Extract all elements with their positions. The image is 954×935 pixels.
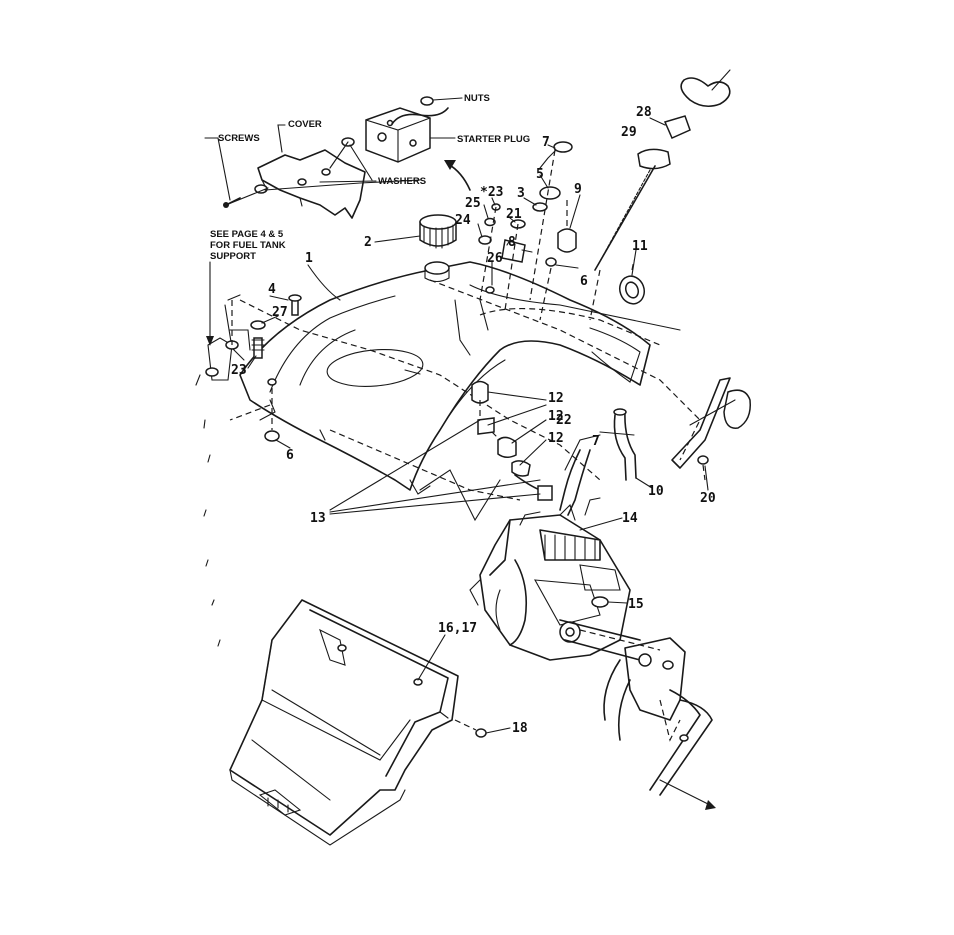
part-label-1: 1 <box>305 251 313 266</box>
lower-shroud <box>230 600 486 845</box>
part-label-23-star: *23 <box>480 185 503 200</box>
label-screws: SCREWS <box>218 133 260 144</box>
part-label-6-upper: 6 <box>580 274 588 289</box>
label-washers: WASHERS <box>378 176 426 187</box>
part-label-4: 4 <box>268 282 276 297</box>
part-label-11: 11 <box>632 239 648 254</box>
label-see-page-1: SEE PAGE 4 & 5 <box>210 229 284 240</box>
part-label-26: 26 <box>487 251 503 266</box>
hardware-cluster <box>479 142 576 320</box>
label-starter-plug: STARTER PLUG <box>457 134 530 145</box>
tank-opening <box>326 346 425 390</box>
part-label-3: 3 <box>517 186 525 201</box>
part-label-6-lower: 6 <box>286 448 294 463</box>
part-label-12-c: 12 <box>548 431 564 446</box>
part-label-2: 2 <box>364 235 372 250</box>
part-29-knob <box>638 149 670 168</box>
part-label-8: 8 <box>508 235 516 250</box>
part-9-grommet <box>558 229 576 252</box>
cover-hole-1 <box>298 179 306 185</box>
curved-arrow <box>448 164 470 190</box>
nut-shape <box>421 97 433 105</box>
clamp-13 <box>538 486 552 500</box>
part-label-16-17: 16,17 <box>438 621 477 636</box>
grommet-11 <box>616 260 648 307</box>
part-5-washer <box>540 187 560 199</box>
edge-marks <box>196 375 220 646</box>
part-28-clip <box>665 116 690 138</box>
part-label-25: 25 <box>465 196 481 211</box>
part-label-7-mid: 7 <box>592 434 600 449</box>
part-24 <box>479 236 491 244</box>
part-label-27: 27 <box>272 305 288 320</box>
part-label-10: 10 <box>648 484 664 499</box>
key-shape <box>554 142 572 152</box>
part-label-28: 28 <box>636 105 652 120</box>
part-label-12-a: 12 <box>548 391 564 406</box>
choke-rod <box>590 70 730 320</box>
part-label-15: 15 <box>628 597 644 612</box>
part-label-21: 21 <box>506 207 522 222</box>
part-label-5: 5 <box>536 167 544 182</box>
linkage-plate <box>604 638 716 810</box>
fuel-line <box>420 382 636 521</box>
part-20-screw <box>698 456 708 464</box>
part-22-fitting <box>498 437 516 457</box>
part-23-spacer <box>254 338 262 358</box>
clamp-12-b <box>478 418 494 434</box>
cover-hole-2 <box>322 169 330 175</box>
part-label-14: 14 <box>622 511 638 526</box>
part-label-23: 23 <box>231 363 247 378</box>
label-see-page-3: SUPPORT <box>210 251 256 262</box>
clamp-12-c <box>512 461 530 476</box>
part-6-nut <box>546 258 556 266</box>
part-label-22: 22 <box>556 413 572 428</box>
part-label-24: 24 <box>455 213 471 228</box>
right-bracket <box>672 378 750 480</box>
part-label-13: 13 <box>310 511 326 526</box>
part-18-screw <box>476 729 486 737</box>
part-6-grommet-lower <box>265 431 279 441</box>
label-nuts: NUTS <box>464 93 490 104</box>
part-4-bolt <box>292 300 298 315</box>
part-15-cap <box>592 597 608 607</box>
filler-neck <box>425 262 449 274</box>
part-26 <box>486 287 494 293</box>
part-label-29: 29 <box>621 125 637 140</box>
part-label-18: 18 <box>512 721 528 736</box>
clamp-12-a <box>472 382 488 404</box>
label-cover: COVER <box>288 119 322 130</box>
part-label-9: 9 <box>574 182 582 197</box>
gas-cap <box>420 215 456 248</box>
part-label-20: 20 <box>700 491 716 506</box>
bracket-knob <box>724 390 750 428</box>
label-see-page-2: FOR FUEL TANK <box>210 240 286 251</box>
part-label-7-top: 7 <box>542 135 550 150</box>
